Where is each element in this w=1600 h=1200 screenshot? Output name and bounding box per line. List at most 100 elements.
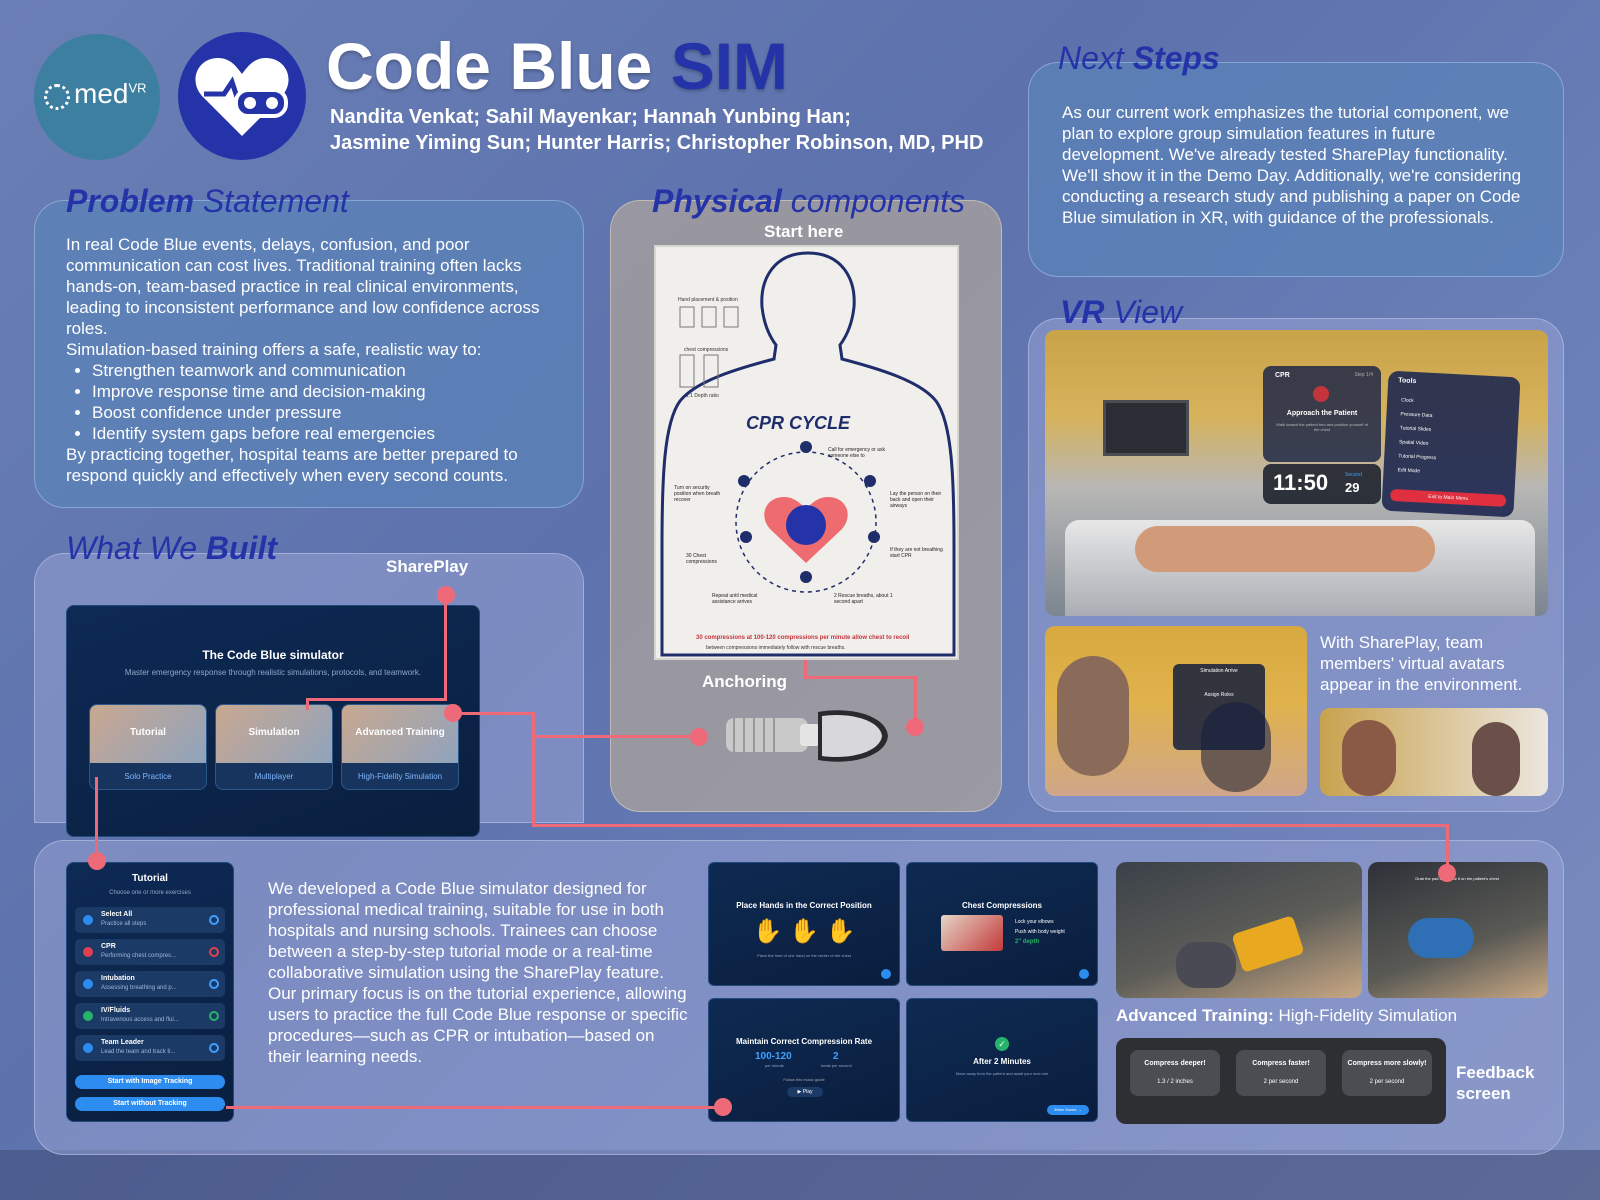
radio-button[interactable]	[209, 979, 219, 989]
radio-button[interactable]	[209, 915, 219, 925]
tool-item[interactable]: Edit Mode	[1397, 467, 1421, 475]
card-label: Tutorial	[130, 727, 166, 738]
connector-line	[444, 594, 447, 700]
avatars-close-up	[1320, 708, 1548, 796]
screen-sub: Move away from the patient and await you…	[955, 1071, 1049, 1076]
bullet-item: Improve response time and decision-makin…	[92, 381, 571, 402]
built-desc-1: We developed a Code Blue simulator desig…	[268, 879, 664, 982]
poster-step-1: Call for emergency or ask someone else t…	[828, 447, 885, 459]
heart-vr-icon	[195, 58, 289, 136]
authors-line-2: Jasmine Yiming Sun; Hunter Harris; Chris…	[330, 132, 984, 154]
tool-item[interactable]: Tutorial Progress	[1398, 453, 1437, 462]
compression-rate-screen: Maintain Correct Compression Rate 100-12…	[708, 998, 900, 1122]
what-we-built-title: What We Built	[66, 530, 277, 566]
defibrillator	[1231, 915, 1305, 973]
problem-bullets: Strengthen teamwork and communication Im…	[92, 360, 571, 444]
cpr-panel: CPR Step 1/4 Approach the Patient Walk t…	[1263, 366, 1381, 462]
hand-position-screen: Place Hands in the Correct Position ✋ ✋ …	[708, 862, 900, 986]
poster-footer-2: between compressions immediately follow …	[706, 645, 846, 651]
poster-step-4: 2 Rescue breaths, about 1 second apart	[834, 593, 893, 605]
simulation-panel: Simulation Arrive Assign Roles	[1173, 664, 1265, 750]
shareplay-label: SharePlay	[386, 557, 469, 576]
vr-hospital-scene: CPR Step 1/4 Approach the Patient Walk t…	[1045, 330, 1548, 616]
assign-roles: Assign Roles	[1204, 692, 1234, 698]
poster-chest-label: chest compressions	[684, 347, 729, 353]
enter-scene-button[interactable]: Enter Scene →	[1047, 1105, 1089, 1115]
cpr-poster: Hand placement & position chest compress…	[654, 245, 959, 660]
option-icon	[83, 915, 93, 925]
tool-item[interactable]: Tutorial Slides	[1399, 425, 1432, 433]
connector-line	[452, 712, 534, 715]
anchoring-label: Anchoring	[702, 672, 787, 691]
card-sub: Solo Practice	[124, 772, 172, 781]
glove-hand	[1176, 942, 1236, 988]
radio-button[interactable]	[209, 1043, 219, 1053]
radio-button[interactable]	[209, 1011, 219, 1021]
start-here-label: Start here	[764, 222, 844, 241]
connector-node	[437, 586, 455, 604]
tools-title: Tools	[1398, 377, 1417, 386]
option-icon	[83, 947, 93, 957]
problem-p1: In real Code Blue events, delays, confus…	[66, 235, 540, 338]
avatar	[1472, 722, 1520, 796]
next-arrow-icon[interactable]	[881, 969, 891, 979]
poster-hands-label: Hand placement & position	[678, 297, 738, 303]
connector-line	[306, 698, 309, 710]
radio-button[interactable]	[209, 947, 219, 957]
option-icon	[83, 1011, 93, 1021]
poster-step-3: If they are not breathing start CPR	[890, 547, 943, 559]
connector-node	[1438, 864, 1456, 882]
grab-instruction: Grab the pad and place it on the patient…	[1415, 876, 1499, 881]
advanced-training-scene-2: Grab the pad and place it on the patient…	[1368, 862, 1548, 998]
screen-heading: Place Hands in the Correct Position	[736, 901, 872, 910]
check-icon: ✓	[995, 1037, 1009, 1051]
connector-node	[906, 718, 924, 736]
next-steps-panel	[1028, 62, 1564, 277]
built-desc-2: Our primary focus is on the tutorial exp…	[268, 984, 688, 1066]
tip-1: Lock your elbows	[1015, 919, 1054, 925]
connector-line	[804, 660, 807, 678]
cpr-body-outline	[660, 251, 956, 657]
approach-title: Approach the Patient	[1286, 410, 1358, 417]
start-without-tracking-button[interactable]: Start without Tracking	[75, 1097, 225, 1111]
bullet-item: Strengthen teamwork and communication	[92, 360, 571, 381]
connector-line	[914, 676, 917, 726]
play-button[interactable]: ▶ Play	[787, 1087, 823, 1097]
option-icon	[83, 1043, 93, 1053]
next-arrow-icon[interactable]	[1079, 969, 1089, 979]
tool-item[interactable]: Clock	[1401, 397, 1414, 404]
vr-view-title: VR View	[1060, 294, 1183, 330]
tip-2: Push with body weight	[1015, 929, 1065, 935]
advanced-training-scene-1	[1116, 862, 1362, 998]
advanced-training-caption: Advanced Training: High-Fidelity Simulat…	[1116, 1006, 1458, 1025]
card-sub: High-Fidelity Simulation	[357, 772, 443, 781]
medvr-logo: medVR	[34, 34, 160, 160]
tool-item[interactable]: Spatial Video	[1398, 439, 1429, 447]
title-accent: SIM	[670, 29, 789, 103]
avatar	[1057, 656, 1129, 776]
screen-sub: Place the heel of one hand on the center…	[757, 953, 851, 958]
tool-item[interactable]: Pressure Data	[1400, 411, 1433, 419]
exit-button[interactable]: Exit to Main Menu	[1389, 488, 1507, 507]
approach-sub: Walk toward the patient bed and position…	[1276, 422, 1368, 432]
physical-title: Physical components	[652, 183, 966, 219]
next-steps-text: As our current work emphasizes the tutor…	[1062, 103, 1522, 227]
connector-node	[714, 1098, 732, 1116]
bag-valve-mask	[1408, 918, 1474, 958]
poster-step-5: Repeat until medical assistance arrives	[712, 593, 758, 605]
feedback-card: Compress more slowly!2 per second	[1342, 1050, 1432, 1096]
poster-step-6: 30 Chest compressions	[686, 553, 717, 565]
poster-depth-label: 1:1 Depth ratio	[686, 393, 719, 399]
poster-footer-1: 30 compressions at 100-120 compressions …	[696, 635, 910, 641]
start-image-tracking-button[interactable]: Start with Image Tracking	[75, 1075, 225, 1089]
card-label: Advanced Training	[355, 727, 445, 738]
bullet-item: Boost confidence under pressure	[92, 402, 571, 423]
